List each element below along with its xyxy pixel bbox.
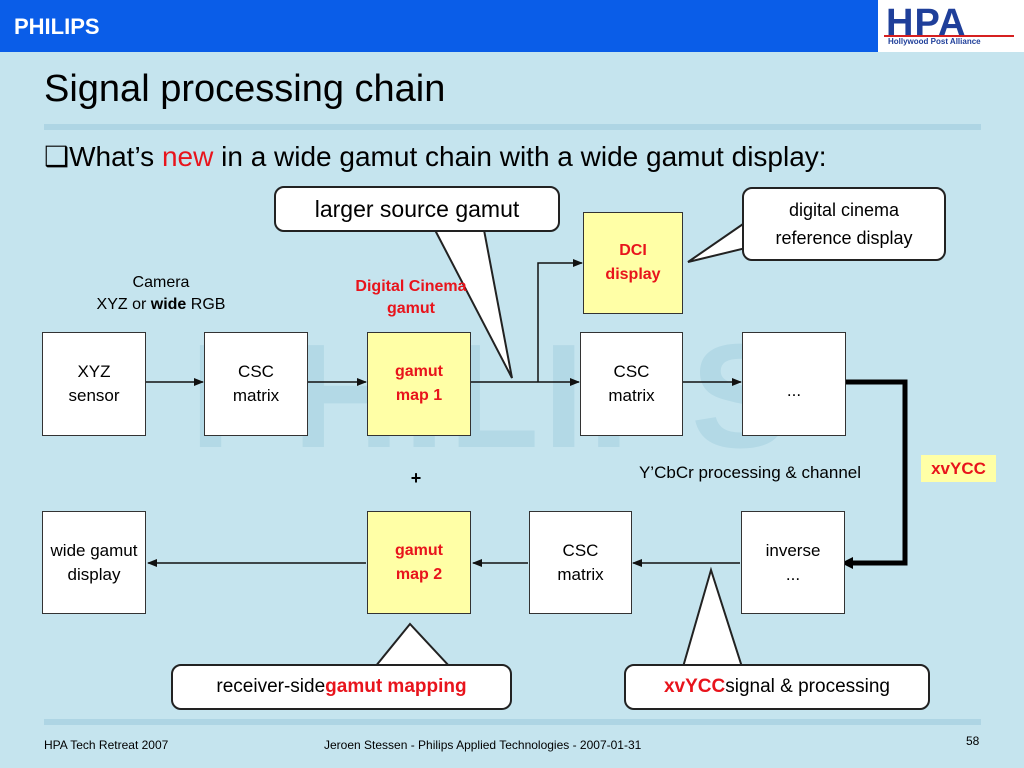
callout-larger-source-gamut: larger source gamut xyxy=(274,186,560,232)
block-inverse: inverse ... xyxy=(741,511,845,614)
digital-cinema-gamut-label: Digital Cinema gamut xyxy=(326,276,496,320)
block-sensor-line2: sensor xyxy=(68,386,120,405)
block-dci-line1: DCI xyxy=(619,242,647,259)
block-csc1-line2: matrix xyxy=(232,386,280,405)
callout-tail-xvycc xyxy=(681,566,744,668)
block-csc-matrix-2: CSC matrix xyxy=(580,332,683,436)
callout-reference-line2: reference display xyxy=(775,228,913,248)
block-display-line2: display xyxy=(67,564,121,584)
block-ellipsis: ... xyxy=(742,332,846,436)
bullet-highlight: new xyxy=(161,141,214,172)
camera-label-suffix: RGB xyxy=(186,296,226,313)
camera-label-line1: Camera xyxy=(132,274,190,291)
header-bar: PHILIPS xyxy=(0,0,878,52)
callout-source-text: larger source gamut xyxy=(314,195,520,222)
hpa-logo-text: HPA xyxy=(886,2,967,44)
block-csc2-line1: CSC xyxy=(613,362,650,381)
block-display-line1: wide gamut xyxy=(50,540,138,560)
hpa-logo-subtitle: Hollywood Post Alliance xyxy=(888,37,981,46)
block-gamut-map-2: gamut map 2 xyxy=(367,511,471,614)
bullet-suffix: in a wide gamut chain with a wide gamut … xyxy=(213,141,827,172)
block-ellipsis-text: ... xyxy=(786,381,802,400)
block-xyz-sensor: XYZ sensor xyxy=(42,332,146,436)
block-sensor-line1: XYZ xyxy=(77,362,111,381)
block-inverse-line1: inverse xyxy=(765,540,821,560)
callout-tail-reference xyxy=(687,220,747,263)
block-gamut-map-1: gamut map 1 xyxy=(367,332,471,436)
block-csc2-line2: matrix xyxy=(608,386,655,405)
block-dci-line2: display xyxy=(605,266,661,283)
xvycc-tag: xvYCC xyxy=(921,455,996,482)
callout-xvycc-highlight: xvYCC xyxy=(663,676,726,697)
block-wide-gamut-display: wide gamut display xyxy=(42,511,146,614)
camera-label-prefix: XYZ or xyxy=(96,296,151,313)
channel-arrow-head xyxy=(841,557,853,569)
footer-event: HPA Tech Retreat 2007 xyxy=(44,738,169,752)
block-csc-matrix-1: CSC matrix xyxy=(204,332,308,436)
hpa-logo: HPA Hollywood Post Alliance xyxy=(878,0,1024,52)
camera-label: Camera XYZ or wide RGB xyxy=(56,272,266,316)
brand-name: PHILIPS xyxy=(14,14,100,39)
title-divider xyxy=(44,124,981,130)
plus-sign: + xyxy=(410,468,422,488)
bullet-prefix: What’s xyxy=(69,141,162,172)
callout-receiver-highlight: gamut mapping xyxy=(325,676,467,697)
block-inverse-line2: ... xyxy=(785,564,801,584)
block-csc3-line2: matrix xyxy=(557,564,604,584)
logo-stripe xyxy=(884,35,1014,37)
callout-receiver-gamut-mapping: receiver-side gamut mapping xyxy=(171,664,512,710)
bullet-line: ❑What’s new in a wide gamut chain with a… xyxy=(44,140,827,173)
callout-xvycc-suffix: signal & processing xyxy=(725,676,890,697)
callout-reference-display: digital cinema reference display xyxy=(742,187,946,261)
block-gamut1-line2: map 1 xyxy=(395,387,443,404)
dc-gamut-line2: gamut xyxy=(387,300,435,317)
arrow-to-dci xyxy=(537,259,583,382)
slide-title: Signal processing chain xyxy=(44,68,446,110)
dc-gamut-line1: Digital Cinema xyxy=(355,278,467,295)
bullet-checkbox-icon: ❑ xyxy=(44,141,70,172)
block-csc3-line1: CSC xyxy=(562,540,599,560)
camera-label-bold: wide xyxy=(150,296,187,313)
block-csc1-line1: CSC xyxy=(238,362,274,381)
channel-loop xyxy=(846,379,908,566)
block-csc-matrix-3: CSC matrix xyxy=(529,511,632,614)
callout-xvycc-processing: xvYCC signal & processing xyxy=(624,664,930,710)
callout-tail-receiver xyxy=(372,622,453,668)
block-gamut1-line1: gamut xyxy=(395,363,443,380)
callout-receiver-prefix: receiver-side xyxy=(216,676,326,697)
block-dci-display: DCI display xyxy=(583,212,683,314)
channel-label: Y’CbCr processing & channel xyxy=(638,463,862,482)
block-gamut2-line2: map 2 xyxy=(395,565,443,583)
footer-author: Jeroen Stessen - Philips Applied Technol… xyxy=(324,738,642,752)
block-gamut2-line1: gamut xyxy=(395,541,443,559)
page-number: 58 xyxy=(966,734,980,748)
callout-reference-line1: digital cinema xyxy=(788,200,900,220)
footer-divider xyxy=(44,719,981,725)
